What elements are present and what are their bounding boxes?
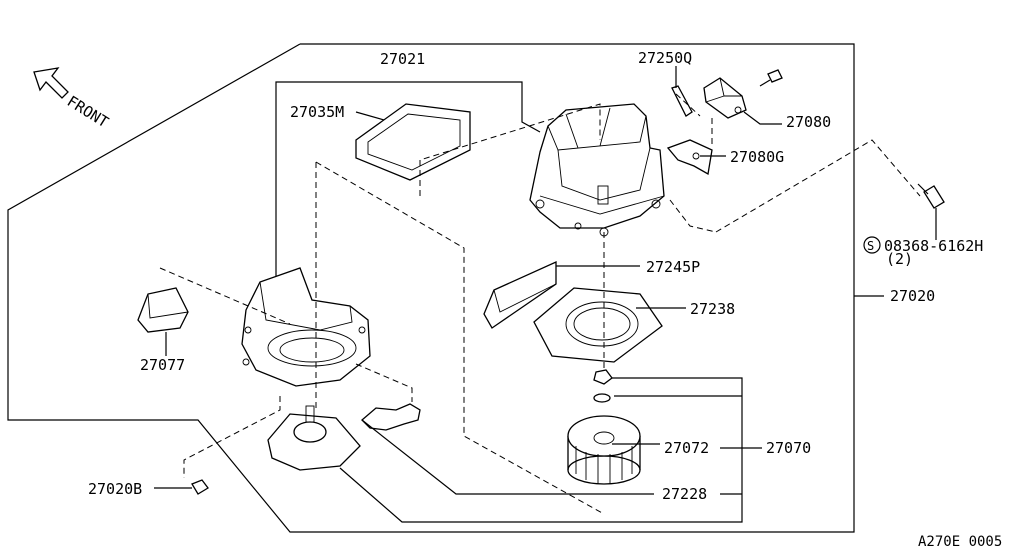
screw-mark-label: S (867, 239, 874, 253)
bolt-icon (917, 183, 945, 209)
blower-motor-27228 (267, 405, 361, 471)
screw-icon (759, 69, 783, 87)
assembly-outline (7, 43, 855, 533)
washer-icon (593, 393, 611, 403)
label-27070: 27070 (766, 439, 811, 457)
gasket-27035m (355, 103, 471, 181)
seal-plate-27238 (533, 287, 663, 363)
label-27072: 27072 (664, 439, 709, 457)
label-27228: 27228 (662, 485, 707, 503)
clip-27020b (191, 479, 209, 495)
label-27080: 27080 (786, 113, 831, 131)
label-27077: 27077 (140, 356, 185, 374)
label-27245p: 27245P (646, 258, 700, 276)
label-screw-code: 08368-6162H (884, 237, 983, 255)
label-27020: 27020 (890, 287, 935, 305)
upper-case-27021 (529, 103, 665, 237)
lower-case (241, 267, 371, 387)
label-27238: 27238 (690, 300, 735, 318)
actuator-27080 (703, 77, 747, 119)
label-27035m: 27035M (290, 103, 344, 121)
diagram-code: A270E 0005 (918, 534, 1002, 550)
screw-mark-icon (863, 236, 881, 254)
nut-icon (593, 369, 613, 385)
label-27250q: 27250Q (638, 49, 692, 67)
leader-lines (154, 66, 937, 523)
label-27020b: 27020B (88, 480, 142, 498)
front-label: FRONT (64, 92, 112, 131)
blower-fan-27072 (567, 415, 641, 485)
filter-27245p (483, 260, 557, 329)
label-27080g: 27080G (730, 148, 784, 166)
bracket-27080g (666, 139, 713, 176)
harness (361, 403, 421, 431)
label-screw-qty: (2) (886, 250, 913, 268)
link-rod-27250q (671, 85, 693, 117)
assembly-dashed-lines (159, 93, 921, 515)
front-arrow-icon (33, 67, 69, 99)
label-27021: 27021 (380, 50, 425, 68)
resistor-27077 (137, 287, 189, 333)
